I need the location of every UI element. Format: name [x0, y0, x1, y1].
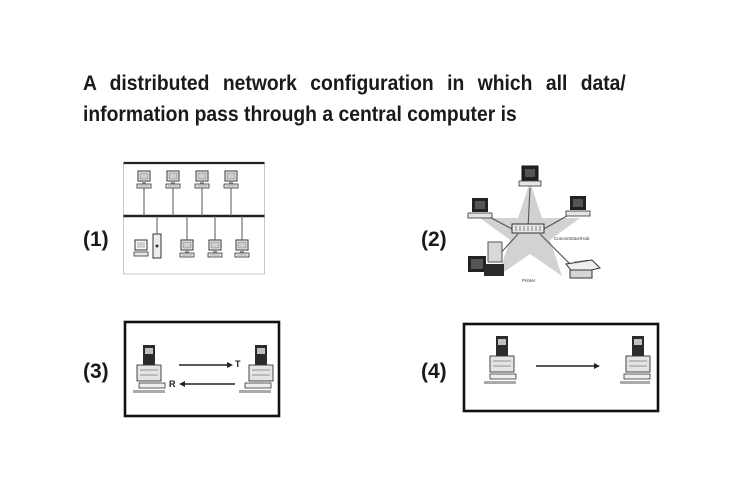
duplex-right-computer	[239, 345, 274, 393]
star-right-computer	[565, 196, 591, 217]
arrow-right-oneway	[536, 363, 600, 369]
simplex-left-computer	[484, 336, 517, 384]
bus-network-figure[interactable]	[123, 160, 268, 276]
question-line-2: information pass through a central compu…	[83, 103, 517, 126]
transmit-letter: T	[235, 359, 241, 369]
bus-top-drop-lines	[143, 188, 232, 216]
duplex-link-figure[interactable]: T R	[123, 320, 283, 419]
option-4-label[interactable]: (4)	[421, 360, 447, 383]
duplex-left-computer	[133, 345, 166, 393]
bus-server-icon	[133, 233, 162, 259]
bus-bottom-computers	[179, 239, 250, 258]
question-line-1: A distributed network configuration in w…	[83, 72, 626, 95]
arrow-left-receive	[179, 381, 235, 387]
option-3-label[interactable]: (3)	[83, 360, 109, 383]
star-top-computer	[518, 165, 542, 187]
receive-letter: R	[169, 379, 176, 389]
star-bottom-left-computer	[468, 241, 504, 276]
star-network-figure[interactable]: Concentrator/Hub Printer	[462, 160, 612, 286]
star-left-computer	[467, 198, 493, 219]
option-2-label[interactable]: (2)	[421, 228, 447, 251]
bus-bottom-drop-lines	[156, 216, 243, 240]
arrow-right-transmit	[179, 362, 233, 368]
simplex-link-figure[interactable]	[462, 322, 662, 414]
question-text: A distributed network configuration in w…	[83, 68, 626, 130]
printer-caption: Printer	[522, 278, 536, 283]
simplex-right-computer	[620, 336, 651, 384]
hub-caption: Concentrator/Hub	[554, 236, 590, 241]
printer-icon	[565, 259, 601, 279]
option-1-label[interactable]: (1)	[83, 228, 109, 251]
star-hub-icon	[511, 223, 545, 234]
